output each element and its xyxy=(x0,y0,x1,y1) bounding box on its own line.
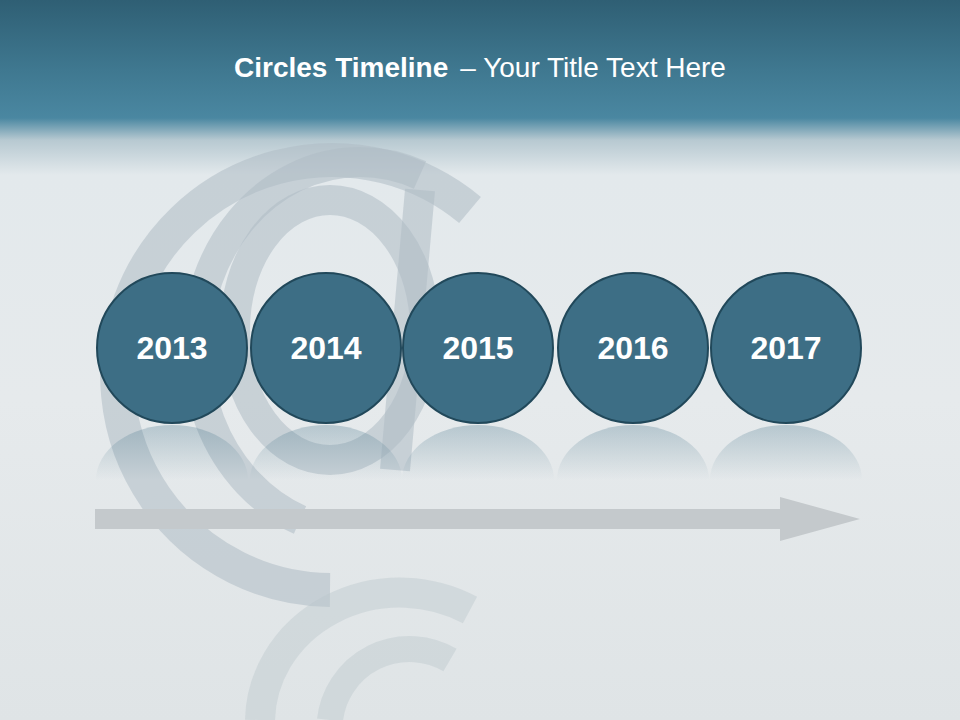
circle-reflections xyxy=(96,425,862,480)
year-label: 2014 xyxy=(290,330,361,367)
title-subtext: – Your Title Text Here xyxy=(460,52,726,84)
title-row: Circles Timeline – Your Title Text Here xyxy=(0,52,960,84)
year-circle: 2015 xyxy=(402,272,554,424)
year-circle: 2016 xyxy=(557,272,709,424)
slide-title: Circles Timeline xyxy=(234,52,448,84)
year-label: 2015 xyxy=(442,330,513,367)
timeline-arrow xyxy=(95,497,860,541)
year-circle: 2017 xyxy=(710,272,862,424)
year-label: 2017 xyxy=(750,330,821,367)
year-label: 2016 xyxy=(597,330,668,367)
year-circle: 2014 xyxy=(250,272,402,424)
at-reflection xyxy=(260,593,470,720)
year-label: 2013 xyxy=(136,330,207,367)
year-circle: 2013 xyxy=(96,272,248,424)
